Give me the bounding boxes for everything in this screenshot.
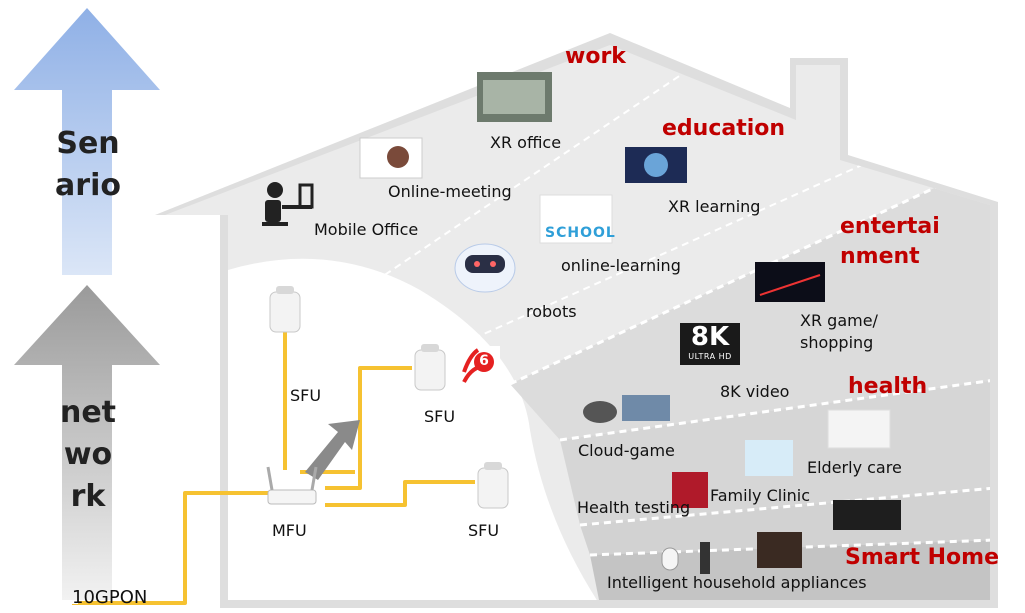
scenario-arrow	[14, 8, 160, 275]
label-sfu-top: SFU	[290, 386, 322, 405]
fiber-sfu-mid2	[325, 366, 412, 490]
label-health-testing: Health testing	[577, 498, 691, 517]
fiber-uplink	[78, 491, 268, 605]
category-work: work	[565, 44, 626, 69]
cloud-game-image	[622, 395, 670, 421]
label-cloud-game: Cloud-game	[578, 441, 675, 460]
fiber-sfu-bottom	[325, 480, 475, 507]
network-zone	[228, 258, 600, 600]
label-xr-learning: XR learning	[668, 197, 761, 216]
label-mobile-office: Mobile Office	[314, 220, 419, 239]
sfu-device-top	[269, 286, 301, 333]
label-mfu: MFU	[272, 521, 307, 540]
mfu-router	[266, 466, 318, 505]
xr-game-image	[755, 262, 825, 302]
school-image	[539, 194, 613, 244]
label-robots: robots	[526, 302, 577, 321]
badge-school: SCHOOL	[545, 225, 616, 241]
smart-home-image	[833, 500, 901, 530]
direction-arrow	[305, 420, 360, 480]
sfu-device-bottom	[477, 462, 509, 509]
camera-icon	[661, 547, 679, 571]
label-family-clinic: Family Clinic	[710, 486, 811, 505]
label-elderly-care: Elderly care	[807, 458, 902, 477]
wifi6-icon	[460, 346, 500, 386]
category-health: health	[848, 374, 928, 399]
category-smart-home: Smart Home	[845, 545, 1000, 570]
family-clinic-image	[745, 440, 793, 476]
label-household: Intelligent household appliances	[607, 573, 867, 592]
badge-8k: 8K	[690, 322, 730, 352]
label-online-meeting: Online-meeting	[388, 182, 512, 201]
mobile-office-icon	[262, 182, 314, 226]
category-education: education	[662, 116, 786, 141]
label-sfu-bottom: SFU	[468, 521, 500, 540]
door-lock-icon	[700, 542, 710, 574]
label-8k-video: 8K video	[720, 382, 790, 401]
sfu-device-mid	[414, 344, 446, 391]
label-sfu-mid: SFU	[424, 407, 456, 426]
room-image	[757, 532, 802, 568]
network-arrow	[14, 285, 160, 600]
video-8k-badge	[680, 323, 740, 365]
badge-wifi6: 6	[479, 353, 489, 369]
robot-icon	[454, 243, 516, 293]
gamepad-icon	[583, 401, 617, 423]
label-online-learning: online-learning	[561, 256, 681, 275]
badge-ultra-hd: ULTRA HD	[688, 352, 732, 361]
label-xr-game: XR game/shopping	[800, 311, 878, 352]
elderly-care-image	[827, 409, 891, 449]
health-testing-image	[672, 472, 708, 508]
label-10gpon: 10GPON	[72, 587, 148, 608]
label-xr-office: XR office	[490, 133, 562, 152]
